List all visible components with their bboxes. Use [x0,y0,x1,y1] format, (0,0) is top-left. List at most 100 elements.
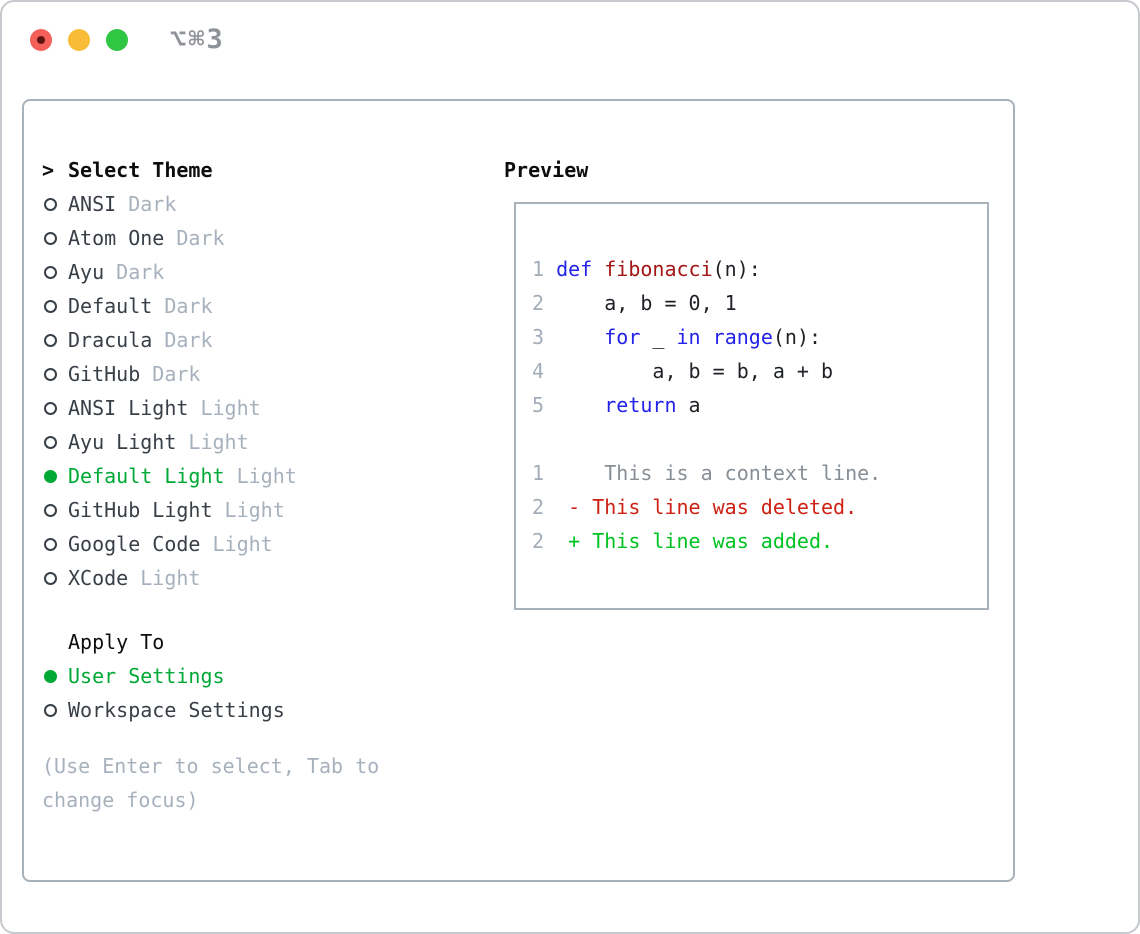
theme-variant: Dark [116,192,177,216]
line-number: 1 [532,257,545,281]
code-token-plain [556,325,604,349]
code-token-keyword: return [604,393,677,417]
theme-option-xcode[interactable]: XCode Light [42,561,504,595]
diff-line-added: 2 + This line was added. [532,524,987,558]
radio-icon [42,435,68,449]
theme-variant: Light [200,532,273,556]
theme-variant: Dark [152,328,213,352]
radio-unselected-icon [44,435,57,449]
radio-icon [42,367,68,381]
code-token-plain: a, b = b, a + b [556,359,834,383]
theme-name: GitHub Light [68,498,213,522]
window-shortcut-label: ⌥⌘3 [170,24,225,55]
theme-option-default-light[interactable]: Default Light Light [42,459,504,493]
theme-option-ayu[interactable]: Ayu Dark [42,255,504,289]
theme-name: Ayu Light [68,430,177,454]
code-token-plain [592,257,604,281]
theme-variant: Light [224,464,297,488]
theme-option-ayu-light[interactable]: Ayu Light Light [42,425,504,459]
theme-option-dracula[interactable]: Dracula Dark [42,323,504,357]
apply-to-heading: Apply To [42,625,504,659]
diff-sample: 1 This is a context line.2 - This line w… [532,456,987,558]
code-token-keyword: def [556,257,593,281]
select-theme-heading: > Select Theme [42,153,504,187]
theme-name: Atom One [68,226,165,250]
apply-option-workspace-settings[interactable]: Workspace Settings [42,693,504,727]
help-hint: (Use Enter to select, Tab to change focu… [42,754,380,812]
apply-option-label: User Settings [68,664,225,688]
code-token-keyword: in [676,325,701,349]
theme-option-ansi[interactable]: ANSI Dark [42,187,504,221]
radio-unselected-icon [44,231,57,245]
focus-caret-icon: > [42,158,55,182]
radio-unselected-icon [44,571,57,585]
line-number: 4 [532,359,545,383]
apply-option-user-settings[interactable]: User Settings [42,659,504,693]
code-token-plain: _ [640,325,677,349]
radio-icon [42,197,68,211]
code-token-plain [556,393,604,417]
line-number: 2 [532,529,545,553]
theme-name: Dracula [68,328,153,352]
theme-variant: Dark [104,260,165,284]
code-line: 5 return a [532,388,987,422]
select-theme-title: Select Theme [68,158,213,182]
theme-name: Default [68,294,153,318]
theme-variant: Light [176,430,249,454]
code-token-keyword: range [712,325,773,349]
radio-icon [42,571,68,585]
maximize-button[interactable] [106,29,128,51]
theme-variant: Light [128,566,201,590]
radio-unselected-icon [44,703,57,717]
radio-icon [42,503,68,517]
theme-variant: Dark [164,226,225,250]
theme-option-atom-one[interactable]: Atom One Dark [42,221,504,255]
code-line: 2 a, b = 0, 1 [532,286,987,320]
theme-name: Default Light [68,464,225,488]
minimize-button[interactable] [68,29,90,51]
apply-option-label: Workspace Settings [68,698,285,722]
traffic-lights [30,29,128,51]
theme-name: ANSI [68,192,117,216]
theme-option-default[interactable]: Default Dark [42,289,504,323]
preview-pane: Preview 1 def fibonacci(n):2 a, b = 0, 1… [504,153,1013,880]
line-number: 5 [532,393,545,417]
theme-name: Ayu [68,260,105,284]
line-number: 3 [532,325,545,349]
theme-variant: Light [212,498,285,522]
line-number: 1 [532,461,545,485]
code-token-plain: a [676,393,701,417]
theme-name: Google Code [68,532,201,556]
radio-icon [42,469,68,483]
radio-unselected-icon [44,197,57,211]
code-token-plain: (n): [712,257,761,281]
radio-icon [42,537,68,551]
code-token-keyword: for [604,325,641,349]
theme-variant: Light [188,396,261,420]
close-button[interactable] [30,29,52,51]
theme-variant: Dark [140,362,201,386]
line-number: 2 [532,495,545,519]
theme-option-github-light[interactable]: GitHub Light Light [42,493,504,527]
theme-name: ANSI Light [68,396,189,420]
radio-icon [42,703,68,717]
radio-icon [42,333,68,347]
radio-unselected-icon [44,265,57,279]
radio-unselected-icon [44,537,57,551]
theme-option-ansi-light[interactable]: ANSI Light Light [42,391,504,425]
radio-unselected-icon [44,333,57,347]
code-token-plain: a, b = 0, 1 [556,291,737,315]
line-number: 2 [532,291,545,315]
theme-option-google-code[interactable]: Google Code Light [42,527,504,561]
code-line: 3 for _ in range(n): [532,320,987,354]
radio-icon [42,299,68,313]
theme-option-github[interactable]: GitHub Dark [42,357,504,391]
code-line: 4 a, b = b, a + b [532,354,987,388]
blank-line [532,422,987,456]
